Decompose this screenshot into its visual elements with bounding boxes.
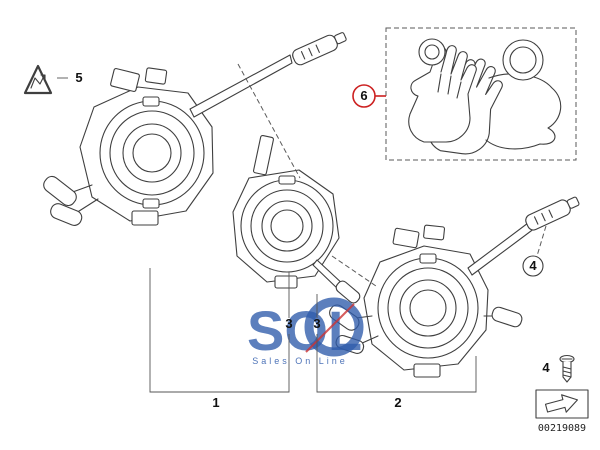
watermark-subtext: Sales On Line	[252, 356, 348, 366]
legend-4-label: 4	[542, 360, 550, 375]
callout-6: 6	[352, 84, 386, 108]
bearing-ring-illustration	[418, 38, 544, 81]
callout-3-right: 3	[313, 316, 320, 331]
leader-lines	[149, 63, 547, 393]
callout-6-label: 6	[360, 88, 367, 103]
watermark: SOL Sales On Line	[247, 297, 364, 366]
direction-arrow-icon	[544, 394, 579, 413]
switch-unit-1-drawing	[43, 32, 347, 226]
callout-3-left: 3	[285, 316, 292, 331]
warning-triangle-icon	[23, 64, 53, 95]
callout-2: 2	[394, 395, 401, 410]
legend-screw-row: 4	[542, 354, 575, 383]
accessory-detail-box	[385, 27, 577, 161]
watermark-ring	[304, 297, 364, 357]
gloves-illustration	[408, 45, 562, 155]
callout-5: 5	[75, 70, 82, 85]
screw-icon	[559, 354, 575, 383]
clock-spring-drawing	[232, 134, 361, 304]
switch-unit-2-drawing	[329, 196, 580, 378]
direction-arrow-box	[535, 389, 589, 419]
callout-4-circled: 4	[522, 255, 544, 277]
callout-1: 1	[212, 395, 219, 410]
part-number: 00219089	[538, 423, 586, 434]
watermark-slash	[305, 303, 355, 353]
callout-4-label: 4	[529, 258, 537, 273]
